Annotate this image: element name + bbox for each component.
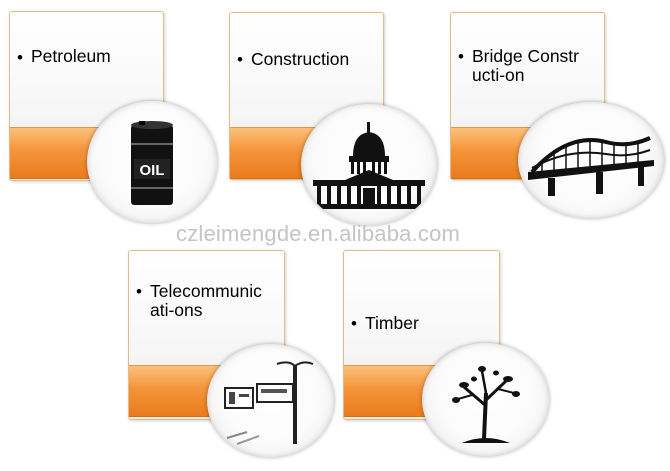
watermark-text: czleimengde.en.alibaba.com [176, 221, 461, 246]
tree-icon [452, 366, 520, 443]
bridge-icon [528, 136, 654, 196]
oil-label: OIL [140, 162, 165, 179]
image-circle-timber [422, 343, 549, 456]
card-petroleum: • Petroleum [9, 11, 164, 181]
card-label: Timber [365, 313, 419, 333]
bullet: • [458, 47, 464, 66]
oil-barrel-icon: OIL [131, 121, 173, 205]
card-label: Bridge Constr ucti-on [472, 46, 579, 85]
image-circle-telecommunications [207, 344, 334, 457]
bullet: • [237, 50, 243, 69]
card-label: Construction [251, 49, 350, 69]
bullet: • [136, 282, 142, 301]
capitol-building-icon [309, 122, 429, 209]
bullet: • [351, 314, 357, 333]
image-circle-petroleum: OIL [87, 101, 217, 223]
bullet: • [17, 48, 23, 67]
card-label: Telecommunic ati-ons [150, 281, 262, 320]
image-circle-construction [301, 104, 437, 225]
image-circle-bridge [518, 102, 664, 218]
street-lamp-signs-icon [224, 361, 314, 445]
card-label: Petroleum [31, 46, 111, 66]
